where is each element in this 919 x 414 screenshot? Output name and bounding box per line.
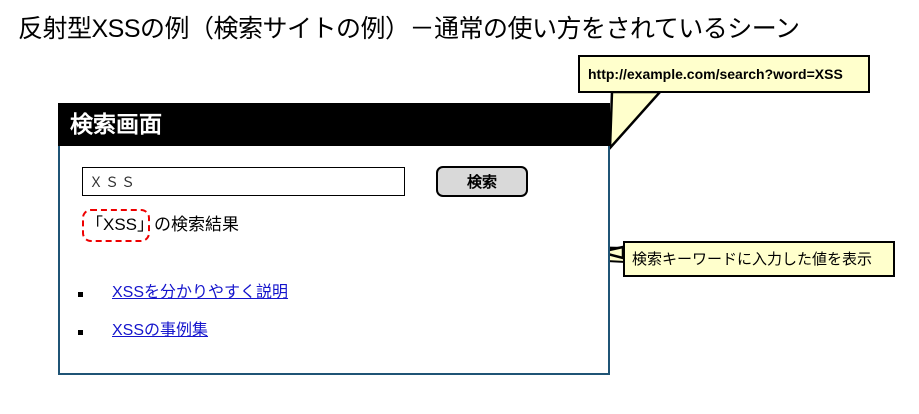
list-item: XSSを分かりやすく説明 [78,282,408,320]
search-input[interactable] [82,167,405,196]
url-callout-box [578,55,870,93]
bullet-icon [78,292,83,297]
search-result-heading: 「XSS」の検索結果 [86,215,240,234]
search-button[interactable]: 検索 [436,166,528,197]
search-result-list: XSSを分かりやすく説明 XSSの事例集 [78,282,408,358]
list-item: XSSの事例集 [78,320,408,358]
note-callout-text: 検索キーワードに入力した値を表示 [632,251,873,268]
figure-title: 反射型XSSの例（検索サイトの例）－通常の使い方をされているシーン [18,15,800,43]
bullet-icon [78,330,83,335]
search-panel-header [58,103,610,146]
url-callout-text: http://example.com/search?word=XSS [588,66,843,82]
search-result-link[interactable]: XSSの事例集 [112,322,209,339]
search-panel [58,103,610,375]
reflected-value-highlight [82,209,150,242]
search-result-link[interactable]: XSSを分かりやすく説明 [112,284,289,301]
note-callout-box [623,241,895,277]
search-panel-title: 検索画面 [70,111,162,137]
